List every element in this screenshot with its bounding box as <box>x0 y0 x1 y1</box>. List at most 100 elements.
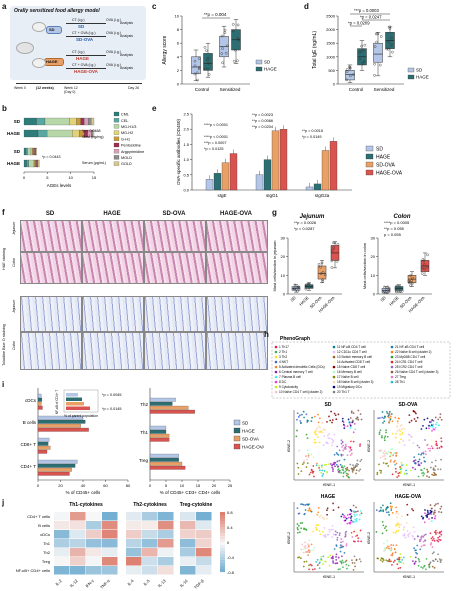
tsne-point <box>359 413 362 415</box>
tsne-point <box>321 516 324 519</box>
tsne-point <box>347 476 350 479</box>
tsne-point <box>438 535 441 538</box>
y-axis-title: Allergy score <box>162 35 168 64</box>
legend-swatch <box>407 74 415 80</box>
tsne-point <box>341 446 343 448</box>
tsne-point <box>354 565 356 568</box>
tsne-point <box>416 416 419 419</box>
data-point <box>308 286 311 289</box>
tsne-point <box>433 539 436 542</box>
tsne-point <box>422 471 425 474</box>
data-point <box>333 241 337 244</box>
legend-label: Argpyrimidine <box>121 150 144 154</box>
tsne-point <box>389 549 392 552</box>
tsne-point <box>434 533 437 535</box>
tsne-point <box>417 460 419 463</box>
panel-letter: i <box>2 380 5 389</box>
data-point <box>319 272 323 275</box>
tsne-point <box>353 555 356 558</box>
tsne-point <box>355 517 358 520</box>
bar <box>37 427 89 432</box>
tsne-point <box>309 509 312 512</box>
tsne-point <box>314 441 317 444</box>
tsne-point <box>342 566 344 569</box>
x-axis-title: tSNE-1 <box>403 483 415 487</box>
tsne-point <box>326 513 328 516</box>
serum-label: Serum (μg/mL) <box>82 161 106 165</box>
tsne-point <box>431 546 434 549</box>
tsne-point <box>299 422 302 424</box>
heatmap-cell <box>180 521 196 530</box>
tsne-point <box>420 535 423 537</box>
tsne-point <box>321 474 324 477</box>
tsne-point <box>430 511 433 513</box>
tsne-point <box>342 466 345 469</box>
tsne-point <box>352 466 355 469</box>
tsne-point <box>344 467 347 470</box>
tsne-point <box>433 504 436 507</box>
tsne-point <box>304 509 307 511</box>
tsne-point <box>436 529 439 532</box>
cluster-label: 7 Plasma B cell <box>279 375 301 379</box>
tsne-point <box>439 468 442 471</box>
tsne-point <box>322 534 325 537</box>
data-point <box>332 246 336 249</box>
tsne-point <box>426 468 429 471</box>
tsne-point <box>338 459 341 462</box>
tsne-point <box>338 534 341 536</box>
cluster-label: 17 Naïve B cell <box>337 375 359 379</box>
stack-segment <box>37 159 39 168</box>
tsne-point <box>423 521 426 524</box>
data-point <box>421 258 425 261</box>
tsne-point <box>400 461 403 464</box>
tsne-point <box>383 455 386 457</box>
heatmap-cell <box>54 521 70 530</box>
tsne-point <box>378 510 381 513</box>
tsne-point <box>396 516 398 519</box>
stack-segment <box>23 117 37 126</box>
tsne-point <box>399 430 402 433</box>
bar <box>66 402 84 406</box>
cluster-dot <box>390 345 394 349</box>
tsne-point <box>405 522 408 524</box>
cluster-dot <box>274 355 278 359</box>
tsne-point <box>419 548 422 551</box>
data-point <box>352 73 355 77</box>
stack-segment <box>23 129 39 138</box>
tsne-point <box>316 436 319 438</box>
bar <box>205 179 214 191</box>
y-axis-title: Mast cells/section in colon <box>362 243 367 289</box>
legend-label: HAGE-OVA <box>242 445 264 450</box>
data-point <box>321 278 324 281</box>
bar <box>37 397 43 402</box>
tsne-point <box>336 531 339 534</box>
tsne-point <box>320 556 323 558</box>
tsne-point <box>388 514 391 516</box>
tsne-point <box>335 463 338 466</box>
tsne-point <box>406 503 409 506</box>
data-point <box>410 279 413 282</box>
tsne-point <box>356 534 359 537</box>
tsne-point <box>300 527 303 530</box>
tsne-point <box>417 564 420 567</box>
data-point <box>391 50 394 54</box>
tsne-point <box>439 539 442 541</box>
tsne-point <box>343 516 345 519</box>
tsne-point <box>323 526 326 529</box>
tsne-point <box>340 538 343 540</box>
bar <box>37 415 84 420</box>
colorbar-segment <box>220 560 225 564</box>
legend-swatch <box>255 59 263 65</box>
tsne-point <box>389 459 392 462</box>
tsne-point <box>398 561 401 564</box>
tsne-point <box>342 454 344 456</box>
data-point <box>385 47 389 51</box>
tsne-point <box>381 560 384 563</box>
tsne-point <box>413 456 416 459</box>
cluster-label: 9 Cytotoxicity <box>279 385 298 389</box>
tsne-point <box>353 530 355 533</box>
tsne-point <box>339 560 342 563</box>
